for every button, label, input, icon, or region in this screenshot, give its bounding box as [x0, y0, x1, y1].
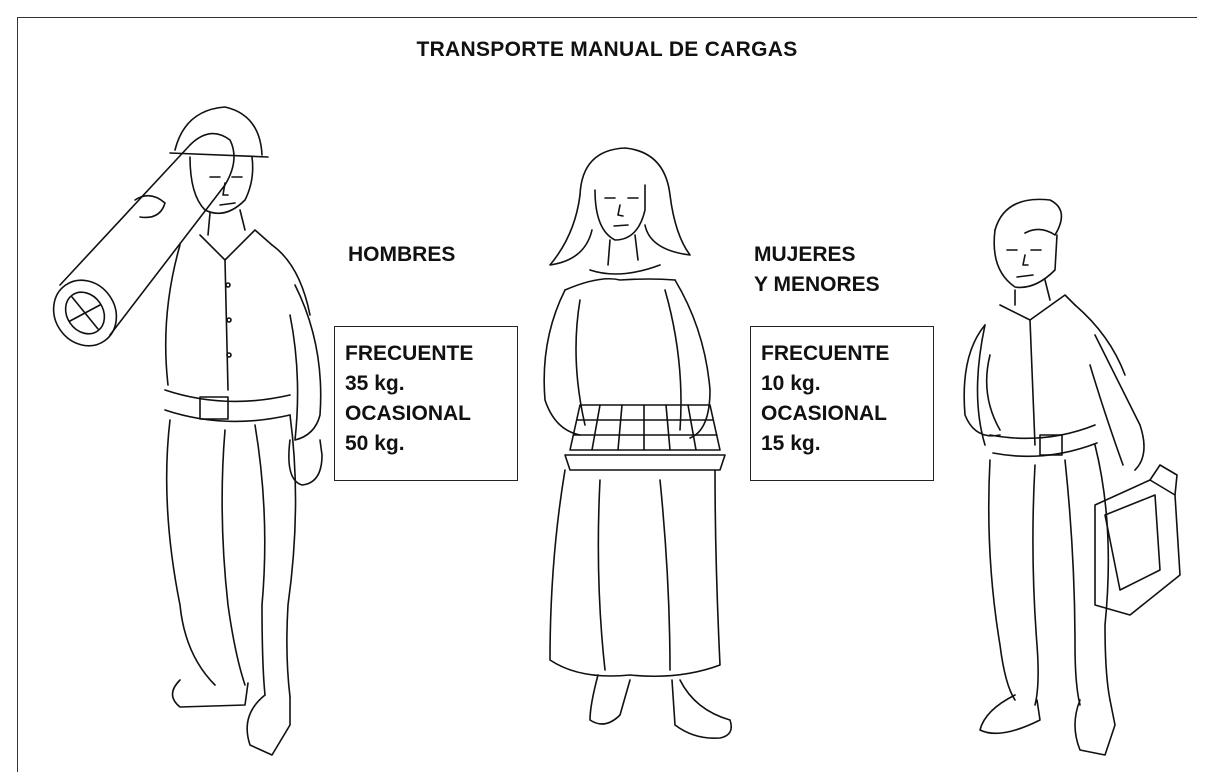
limits-box-women-minors: FRECUENTE 10 kg. OCASIONAL 15 kg.	[750, 326, 934, 481]
frequent-value: 10 kg.	[761, 372, 821, 395]
frequent-value: 35 kg.	[345, 372, 405, 395]
youth-with-canister-illustration	[963, 198, 1181, 756]
page-title: TRANSPORTE MANUAL DE CARGAS	[416, 38, 798, 61]
heading-line: HOMBRES	[348, 243, 456, 266]
group-heading-men: HOMBRES	[348, 240, 455, 270]
worker-with-log-illustration	[52, 106, 323, 756]
occasional-label: OCASIONAL	[761, 402, 887, 425]
heading-line: MUJERES	[754, 243, 856, 266]
occasional-value: 15 kg.	[761, 432, 821, 455]
limits-box-men: FRECUENTE 35 kg. OCASIONAL 50 kg.	[334, 326, 518, 481]
page-frame	[17, 17, 1197, 772]
frequent-label: FRECUENTE	[761, 342, 890, 365]
occasional-label: OCASIONAL	[345, 402, 471, 425]
heading-line: Y MENORES	[754, 273, 880, 296]
frequent-label: FRECUENTE	[345, 342, 474, 365]
woman-with-tray-illustration	[543, 147, 733, 740]
group-heading-women-minors: MUJERES Y MENORES	[754, 240, 880, 300]
occasional-value: 50 kg.	[345, 432, 405, 455]
